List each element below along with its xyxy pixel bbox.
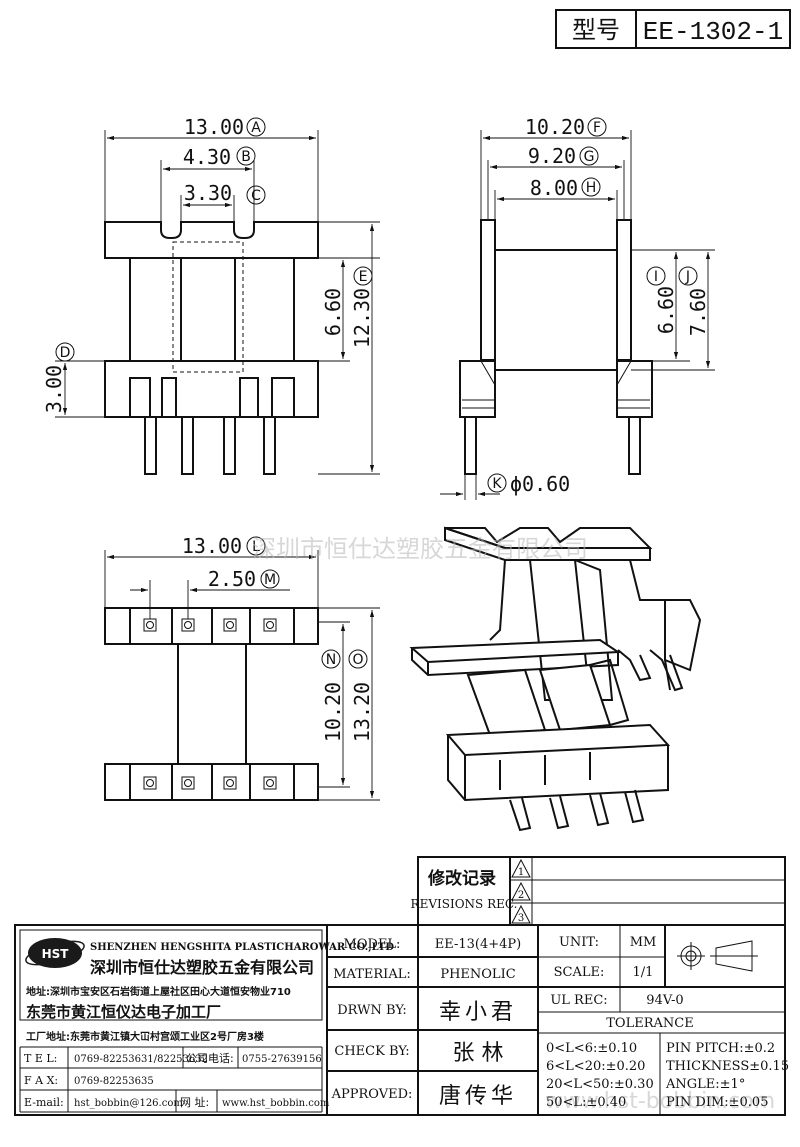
drawn-label: DRWN BY: bbox=[337, 1003, 406, 1018]
dim-h: 8.00 bbox=[530, 176, 578, 200]
check-value: 张 林 bbox=[453, 1041, 504, 1066]
dim-k: ϕ0.60 bbox=[510, 472, 570, 496]
title-block: MODEL: EE-13(4+4P) MATERIAL: PHENOLIC DR… bbox=[14, 924, 789, 1116]
revision-2: 2 bbox=[518, 890, 524, 901]
projection-symbol-icon bbox=[677, 940, 758, 972]
email-value[interactable]: hst_bobbin@126.com bbox=[74, 1098, 183, 1109]
front-dimensions: 13.00 A 4.30 B 3.30 C 3.00 D 6.60 12.30 … bbox=[42, 115, 380, 475]
dim-a-tag: A bbox=[251, 120, 261, 136]
model-number: EE-1302-1 bbox=[643, 17, 783, 47]
company-name-cn: 深圳市恒仕达塑胶五金有限公司 bbox=[90, 958, 314, 977]
ul-label: UL REC: bbox=[550, 993, 607, 1008]
factory-name: 东莞市黄江恒仪达电子加工厂 bbox=[26, 1003, 221, 1021]
scale-label: SCALE: bbox=[554, 965, 605, 980]
front-view bbox=[104, 221, 319, 475]
dim-b-tag: B bbox=[241, 149, 251, 165]
dim-g: 9.20 bbox=[528, 144, 576, 168]
dim-o: 13.20 bbox=[350, 682, 374, 742]
company-tel-label: 公司电话: bbox=[186, 1052, 234, 1065]
dim-g-tag: G bbox=[584, 149, 595, 165]
tol-2: 6<L<20:±0.20 bbox=[546, 1059, 645, 1074]
pin-pitch: PIN PITCH:±0.2 bbox=[666, 1041, 775, 1056]
bottom-dimensions: 13.00 L 2.50 M 10.20 N 13.20 O bbox=[104, 534, 380, 801]
dim-b: 4.30 bbox=[183, 145, 231, 169]
isometric-view bbox=[409, 526, 702, 832]
approved-label: APPROVED: bbox=[331, 1087, 413, 1102]
company-name-en: SHENZHEN HENGSHITA PLASTICHAROWAR CO.,LT… bbox=[90, 942, 394, 953]
dim-e: 12.30 bbox=[350, 288, 374, 348]
web-value[interactable]: www.hst_bobbin.com bbox=[222, 1098, 330, 1109]
dim-a: 13.00 bbox=[184, 115, 244, 139]
drawn-value: 幸小君 bbox=[439, 1000, 517, 1025]
dim-n-tag: N bbox=[326, 652, 336, 668]
tol-3: 20<L<50:±0.30 bbox=[546, 1077, 654, 1092]
dim-f-tag: F bbox=[593, 120, 601, 136]
company-tel-value: 0755-27639156 bbox=[242, 1054, 322, 1065]
revision-1: 1 bbox=[518, 867, 524, 878]
fax-label: F A X: bbox=[24, 1074, 58, 1087]
unit-label: UNIT: bbox=[559, 935, 599, 950]
company-address: 地址:深圳市宝安区石岩街道上屋社区田心大道恒安物业710 bbox=[26, 985, 291, 998]
dim-6-60: 6.60 bbox=[321, 288, 345, 336]
scale-value: 1/1 bbox=[633, 965, 654, 980]
tol-1: 0<L<6:±0.10 bbox=[546, 1041, 637, 1056]
bottom-view bbox=[104, 607, 319, 801]
dim-k-tag: K bbox=[492, 476, 502, 492]
material-label: MATERIAL: bbox=[333, 967, 410, 982]
tolerance-label: TOLERANCE bbox=[606, 1016, 693, 1031]
dim-j-tag: J bbox=[685, 269, 690, 285]
model-header: 型号 EE-1302-1 bbox=[555, 9, 791, 49]
dim-l-tag: L bbox=[252, 539, 260, 555]
tel-value: 0769-82253631/82253632 bbox=[74, 1054, 208, 1065]
model-label: MODEL: bbox=[344, 937, 401, 952]
dim-c-tag: C bbox=[251, 188, 261, 204]
type-label: 型号 bbox=[572, 16, 620, 44]
dim-d: 3.00 bbox=[42, 365, 66, 413]
dim-d-tag: D bbox=[60, 345, 71, 361]
dim-h-tag: H bbox=[586, 180, 597, 196]
factory-address: 工厂地址:东莞市黄江镇大冚村宫颂工业区2号厂房3楼 bbox=[26, 1030, 264, 1043]
model-value: EE-13(4+4P) bbox=[435, 937, 521, 952]
watermark: 深圳市恒仕达塑胶五金有限公司 bbox=[252, 535, 588, 563]
revisions-block: 修改记录 REVISIONS REC. 1 2 3 bbox=[411, 856, 786, 926]
dim-m-tag: M bbox=[264, 572, 276, 588]
dim-j: 7.60 bbox=[686, 288, 710, 336]
thickness: THICKNESS±0.15 bbox=[666, 1059, 789, 1074]
revisions-label-cn: 修改记录 bbox=[427, 868, 496, 889]
email-label: E-mail: bbox=[24, 1096, 64, 1109]
dim-l: 13.00 bbox=[182, 534, 242, 558]
tol-4: 50<L:±0.40 bbox=[546, 1095, 626, 1110]
material-value: PHENOLIC bbox=[440, 967, 515, 982]
web-label: 网 址: bbox=[180, 1095, 209, 1109]
dim-o-tag: O bbox=[352, 652, 363, 668]
angle: ANGLE:±1° bbox=[665, 1077, 745, 1092]
side-view bbox=[459, 219, 653, 475]
fax-value: 0769-82253635 bbox=[74, 1076, 154, 1087]
dim-n: 10.20 bbox=[321, 682, 345, 742]
pin-dim: PIN DIM:±0.05 bbox=[666, 1095, 768, 1110]
unit-value: MM bbox=[630, 935, 657, 950]
revisions-label-en: REVISIONS REC. bbox=[411, 897, 518, 911]
company-logo: HST bbox=[25, 938, 85, 968]
ul-value: 94V-0 bbox=[646, 993, 683, 1008]
dim-c: 3.30 bbox=[184, 181, 232, 205]
dim-i-tag: I bbox=[654, 269, 658, 285]
dim-i: 6.60 bbox=[654, 286, 678, 334]
tel-label: T E L: bbox=[24, 1052, 57, 1065]
approved-value: 唐传华 bbox=[439, 1084, 517, 1109]
side-dimensions: 10.20 F 9.20 G 8.00 H 6.60 I 7.60 J K ϕ0… bbox=[440, 115, 715, 500]
check-label: CHECK BY: bbox=[334, 1044, 409, 1059]
dim-f: 10.20 bbox=[525, 115, 585, 139]
logo-text: HST bbox=[42, 947, 70, 961]
revision-3: 3 bbox=[518, 913, 524, 924]
dim-m: 2.50 bbox=[208, 567, 256, 591]
dim-e-tag: E bbox=[359, 269, 368, 285]
